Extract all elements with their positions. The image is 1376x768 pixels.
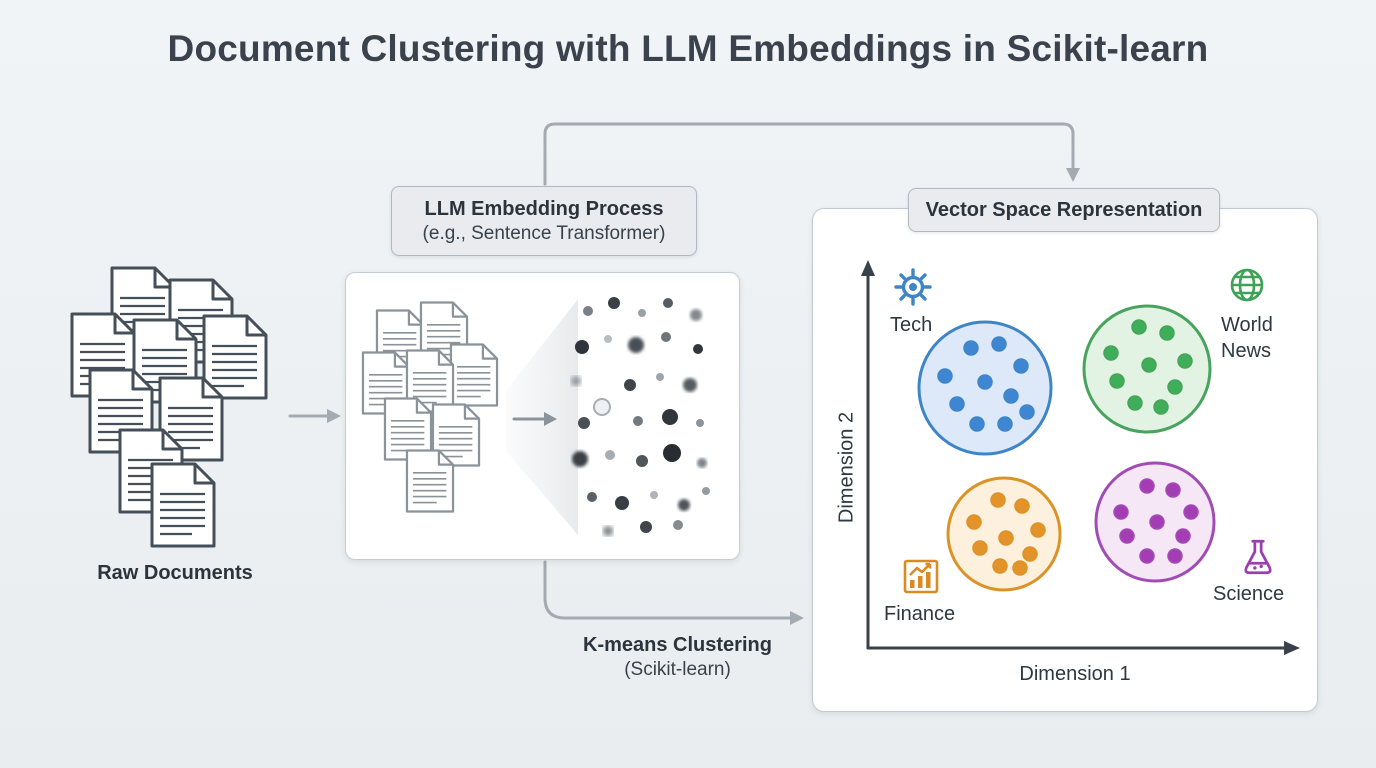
cluster-tech xyxy=(917,320,1053,456)
cluster-dot xyxy=(969,416,985,432)
vector-space-label: Vector Space Representation xyxy=(925,198,1203,221)
embedding-process-graphic xyxy=(361,297,710,536)
cluster-dot xyxy=(1113,504,1129,520)
arrow-kmeans-to-panel xyxy=(543,560,792,620)
cluster-dot xyxy=(1167,379,1183,395)
axes xyxy=(866,272,1286,650)
cluster-dot xyxy=(1139,478,1155,494)
cluster-dot xyxy=(963,340,979,356)
cluster-dot xyxy=(1103,345,1119,361)
globe-icon xyxy=(1230,268,1264,302)
raw-documents-label: Raw Documents xyxy=(97,562,253,584)
cluster-dot xyxy=(1131,319,1147,335)
funnel-shape xyxy=(506,299,578,535)
cluster-dot xyxy=(1177,353,1193,369)
arrow-embedding-to-vector-space xyxy=(543,122,1075,186)
y-axis-arrowhead xyxy=(861,260,875,276)
llm-embedding-label-box: LLM Embedding Process (e.g., Sentence Tr… xyxy=(391,186,697,256)
finance-icon xyxy=(903,559,939,594)
cluster-dot xyxy=(1109,373,1125,389)
cluster-dot xyxy=(1139,548,1155,564)
kmeans-label-line1: K-means Clustering xyxy=(583,634,772,656)
cluster-dot xyxy=(1014,498,1030,514)
cluster-dot xyxy=(1175,528,1191,544)
y-axis-label: Dimension 2 xyxy=(835,411,858,524)
cluster-dot xyxy=(992,558,1008,574)
cluster-label-science: Science xyxy=(1213,583,1285,605)
cluster-dot xyxy=(1141,357,1157,373)
gear-icon xyxy=(894,268,932,306)
cluster-dot xyxy=(937,368,953,384)
cluster-dot xyxy=(1167,548,1183,564)
x-axis-label: Dimension 1 xyxy=(1019,663,1131,685)
cluster-dot xyxy=(1012,560,1028,576)
cluster-dot xyxy=(972,540,988,556)
x-axis-arrowhead xyxy=(1284,641,1300,655)
page-title: Document Clustering with LLM Embeddings … xyxy=(167,28,1209,69)
clusters-layer xyxy=(917,304,1216,592)
cluster-dot xyxy=(1159,325,1175,341)
cluster-finance xyxy=(946,476,1062,592)
embedding-doc-pile xyxy=(361,301,499,513)
cluster-label-finance: Finance xyxy=(884,603,956,625)
embedding-process-box xyxy=(345,272,740,560)
cluster-dot xyxy=(977,374,993,390)
cluster-dot xyxy=(949,396,965,412)
vector-space-label-box: Vector Space Representation xyxy=(908,188,1220,232)
embedding-dots xyxy=(571,297,710,536)
cluster-dot xyxy=(1119,528,1135,544)
cluster-dot xyxy=(1030,522,1046,538)
cluster-dot xyxy=(1153,399,1169,415)
llm-embedding-label-line1: LLM Embedding Process xyxy=(424,197,664,220)
cluster-dot xyxy=(1127,395,1143,411)
llm-embedding-label-line2: (e.g., Sentence Transformer) xyxy=(422,222,666,244)
flask-icon xyxy=(1244,539,1272,575)
kmeans-label-line2: (Scikit-learn) xyxy=(624,659,731,680)
cluster-dot xyxy=(1183,504,1199,520)
cluster-dot xyxy=(997,416,1013,432)
vector-space-plot xyxy=(861,260,1300,655)
cluster-label-tech: Tech xyxy=(890,314,933,336)
kmeans-label: K-means Clustering (Scikit-learn) xyxy=(555,632,800,683)
cluster-dot xyxy=(990,492,1006,508)
cluster-dot xyxy=(1013,358,1029,374)
cluster-dot xyxy=(991,336,1007,352)
cluster-dot xyxy=(1149,514,1165,530)
cluster-dot xyxy=(1022,546,1038,562)
cluster-world-news xyxy=(1082,304,1212,434)
cluster-dot xyxy=(1165,482,1181,498)
cluster-dot xyxy=(1003,388,1019,404)
cluster-dot xyxy=(1019,404,1035,420)
cluster-dot xyxy=(998,530,1014,546)
transform-arrow xyxy=(512,412,557,426)
cluster-dot xyxy=(966,514,982,530)
raw-documents-pile xyxy=(70,266,268,548)
cluster-label-world-news: World News xyxy=(1221,314,1273,362)
cluster-science xyxy=(1094,461,1216,583)
